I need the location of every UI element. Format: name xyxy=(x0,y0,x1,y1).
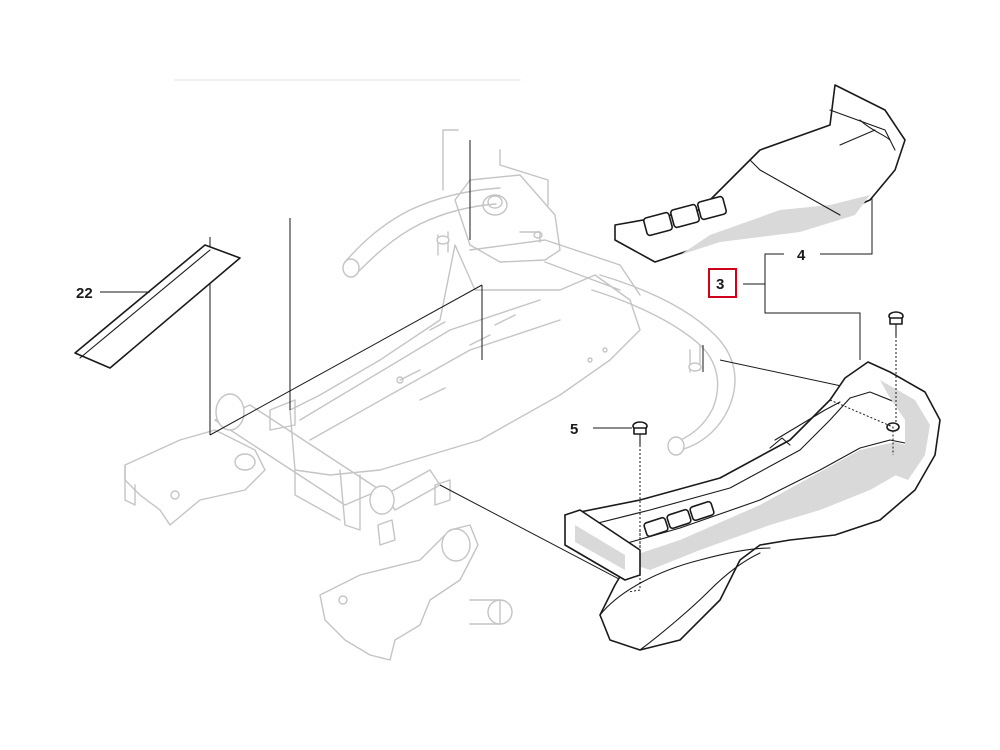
part-3-footrest-panel[interactable] xyxy=(564,361,941,651)
reference-lines xyxy=(209,140,861,591)
callout-3-highlight-box xyxy=(708,268,737,298)
chassis-frame-ghost xyxy=(124,79,736,661)
callout-3-highlight[interactable]: 3 xyxy=(708,268,737,298)
callout-22-label[interactable]: 22 xyxy=(76,285,93,302)
part-5-screw-rear[interactable] xyxy=(888,311,904,424)
part-22-decal-strip[interactable] xyxy=(74,244,241,369)
part-4-cover-plate[interactable] xyxy=(614,84,906,263)
part-5-screw-front[interactable] xyxy=(632,421,648,548)
callout-3-label[interactable]: 3 xyxy=(716,276,724,293)
callout-4-label[interactable]: 4 xyxy=(797,247,806,264)
callout-5-label[interactable]: 5 xyxy=(570,421,578,438)
callout-leaders xyxy=(100,197,873,429)
